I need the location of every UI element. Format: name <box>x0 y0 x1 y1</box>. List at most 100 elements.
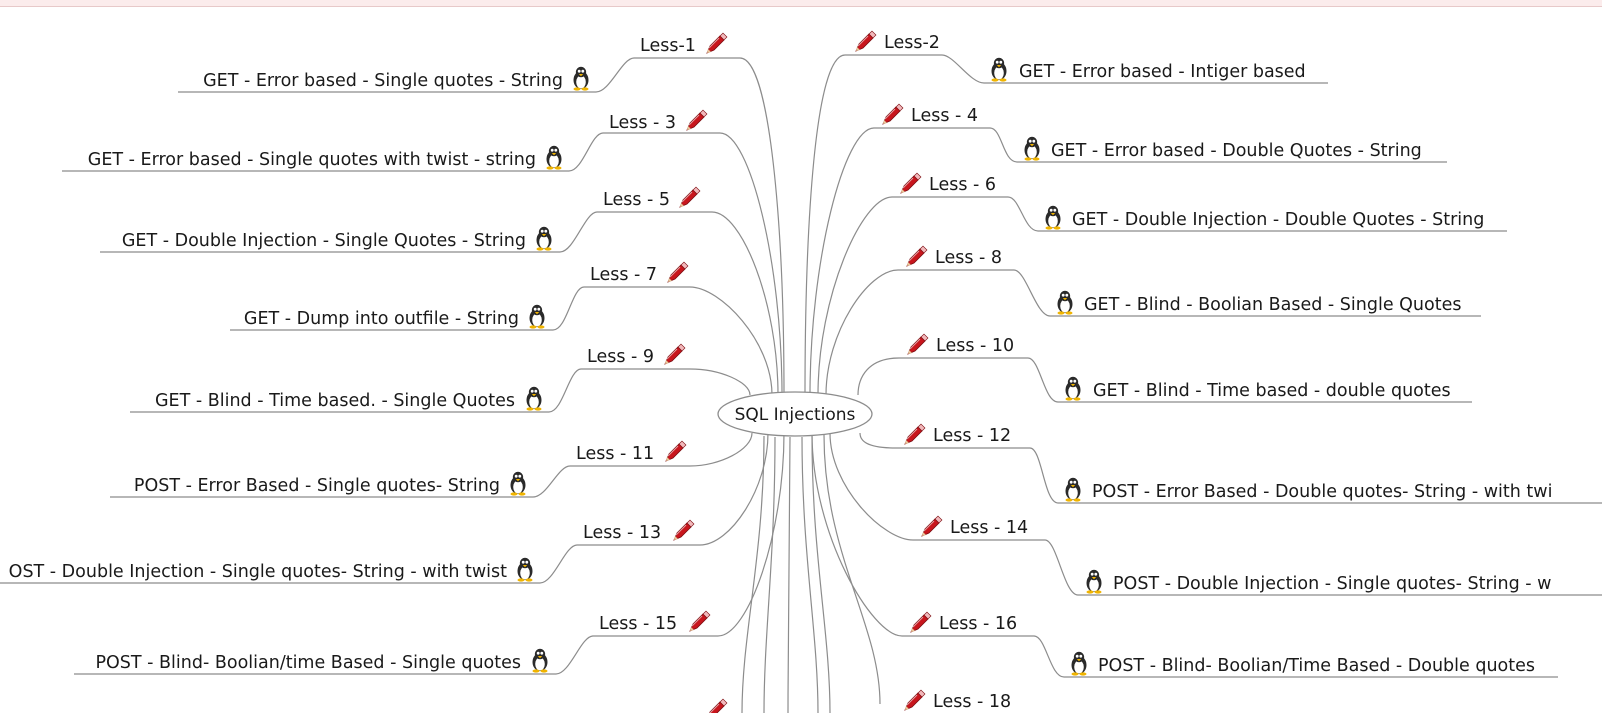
lesson-node[interactable]: Less - 8 <box>906 245 1002 268</box>
tux-penguin-icon <box>1071 651 1087 676</box>
lesson-node[interactable]: Less - 7 <box>590 261 689 285</box>
connector-line <box>711 211 779 396</box>
challenge-node[interactable]: GET - Error based - Single quotes - Stri… <box>203 66 589 91</box>
challenge-node[interactable]: POST - Blind- Boolian/time Based - Singl… <box>95 648 548 673</box>
pencil-icon <box>667 261 689 283</box>
lesson-label: Less - 14 <box>950 518 1028 538</box>
challenge-label: GET - Blind - Boolian Based - Single Quo… <box>1084 295 1461 315</box>
leaf-connector <box>559 211 598 253</box>
lesson-label: Less - 15 <box>599 614 677 634</box>
lesson-label: Less - 8 <box>935 248 1002 268</box>
lesson-label: Less - 5 <box>603 190 670 210</box>
challenge-node[interactable]: GET - Error based - Single quotes with t… <box>88 145 562 170</box>
pencil-icon <box>664 343 686 365</box>
lesson-node[interactable]: Less - 15 <box>599 610 711 634</box>
tux-penguin-icon <box>517 557 533 582</box>
lesson-label: Less - 12 <box>933 426 1011 446</box>
tux-penguin-icon <box>529 304 545 329</box>
challenge-node[interactable]: GET - Dump into outfile - String <box>244 304 545 329</box>
lesson-node[interactable]: Less - 18 <box>904 689 1011 712</box>
lesson-node[interactable]: Less - 6 <box>900 172 996 195</box>
challenge-label: OST - Double Injection - Single quotes- … <box>9 562 507 582</box>
lesson-label: Less-1 <box>640 36 696 56</box>
challenge-node[interactable]: GET - Double Injection - Double Quotes -… <box>1045 205 1485 230</box>
leaf-connector <box>555 635 594 675</box>
challenge-label: POST - Blind- Boolian/time Based - Singl… <box>95 653 521 673</box>
tux-penguin-icon <box>536 226 552 251</box>
pencil-icon <box>900 172 922 194</box>
top-strip <box>0 0 1602 7</box>
challenge-node[interactable]: GET - Double Injection - Single Quotes -… <box>122 226 552 251</box>
tux-penguin-icon <box>1057 290 1073 315</box>
leaf-connector <box>989 127 1018 163</box>
lesson-node[interactable]: Less - 16 <box>910 611 1017 634</box>
lesson-label: Less-2 <box>884 33 940 53</box>
lesson-node[interactable]: Less - 4 <box>882 103 978 126</box>
tux-penguin-icon <box>1045 205 1061 230</box>
challenge-label: POST - Double Injection - Single quotes-… <box>1113 574 1551 594</box>
offscreen-branch <box>787 436 791 713</box>
lesson-node[interactable]: Less - 11 <box>576 440 687 464</box>
leaf-connector <box>1044 539 1079 596</box>
lesson-node[interactable]: Less-1 <box>640 32 728 56</box>
pencil-icon <box>673 519 695 541</box>
leaf-connector <box>532 465 571 498</box>
lesson-label: Less - 18 <box>933 692 1011 712</box>
challenge-label: GET - Double Injection - Double Quotes -… <box>1072 210 1484 230</box>
lesson-node[interactable]: Less - 13 <box>583 519 695 543</box>
challenge-node[interactable]: GET - Error based - Intiger based <box>991 57 1306 82</box>
lesson-node[interactable]: Less - 10 <box>907 333 1014 356</box>
connector-line <box>829 432 914 541</box>
lesson-node[interactable]: Less - 12 <box>904 423 1011 446</box>
challenge-node[interactable]: POST - Error Based - Double quotes- Stri… <box>1065 477 1553 502</box>
leaf-connector <box>1033 635 1065 678</box>
challenge-node[interactable]: POST - Error Based - Single quotes- Stri… <box>134 471 526 496</box>
tux-penguin-icon <box>1065 477 1081 502</box>
leaf-connector <box>1013 269 1051 317</box>
challenge-label: POST - Blind- Boolian/Time Based - Doubl… <box>1098 656 1535 676</box>
tux-penguin-icon <box>1065 376 1081 401</box>
tux-penguin-icon <box>532 648 548 673</box>
pencil-icon <box>904 689 926 711</box>
pencil-icon <box>665 440 687 462</box>
challenge-label: GET - Error based - Intiger based <box>1019 62 1306 82</box>
tux-penguin-icon <box>573 66 589 91</box>
challenge-label: GET - Error based - Single quotes with t… <box>88 150 536 170</box>
challenge-node[interactable]: POST - Double Injection - Single quotes-… <box>1086 569 1552 594</box>
challenge-label: GET - Error based - Single quotes - Stri… <box>203 71 563 91</box>
pencil-icon <box>910 611 932 633</box>
connector-line <box>699 432 769 546</box>
lesson-node[interactable]: Less - 3 <box>609 109 708 133</box>
lesson-node[interactable]: Less - 9 <box>587 343 686 367</box>
offscreen-branch <box>741 435 765 713</box>
pencil-icon <box>882 103 904 125</box>
challenge-node[interactable]: POST - Blind- Boolian/Time Based - Doubl… <box>1071 651 1536 676</box>
challenge-label: GET - Double Injection - Single Quotes -… <box>122 231 526 251</box>
challenge-node[interactable]: GET - Blind - Time based. - Single Quote… <box>155 386 542 411</box>
connector-line <box>817 196 893 396</box>
lesson-node[interactable]: Less-2 <box>855 30 940 53</box>
tux-penguin-icon <box>546 145 562 170</box>
root-node[interactable]: SQL Injections <box>717 391 873 437</box>
connector-line <box>825 269 899 396</box>
challenge-label: GET - Dump into outfile - String <box>244 309 519 329</box>
leaf-connector <box>1027 357 1059 403</box>
offscreen-branch <box>823 434 881 705</box>
leaf-connector <box>568 132 604 172</box>
challenge-node[interactable]: OST - Double Injection - Single quotes- … <box>9 557 533 582</box>
challenge-node[interactable]: GET - Blind - Boolian Based - Single Quo… <box>1057 290 1462 315</box>
challenge-node[interactable]: GET - Blind - Time based - double quotes <box>1065 376 1451 401</box>
lesson-node[interactable]: Less - 14 <box>921 515 1028 538</box>
challenge-label: GET - Blind - Time based. - Single Quote… <box>155 391 515 411</box>
pencil-icon <box>904 423 926 445</box>
challenge-node[interactable]: GET - Error based - Double Quotes - Stri… <box>1024 136 1422 161</box>
offscreen-branch <box>801 436 819 713</box>
tux-penguin-icon <box>1086 569 1102 594</box>
lesson-label: Less - 6 <box>929 175 996 195</box>
connector-line <box>811 432 903 637</box>
tux-penguin-icon <box>991 57 1007 82</box>
lesson-label: Less - 16 <box>939 614 1017 634</box>
pencil-icon <box>906 245 928 267</box>
lesson-node[interactable]: Less - 5 <box>603 186 701 210</box>
